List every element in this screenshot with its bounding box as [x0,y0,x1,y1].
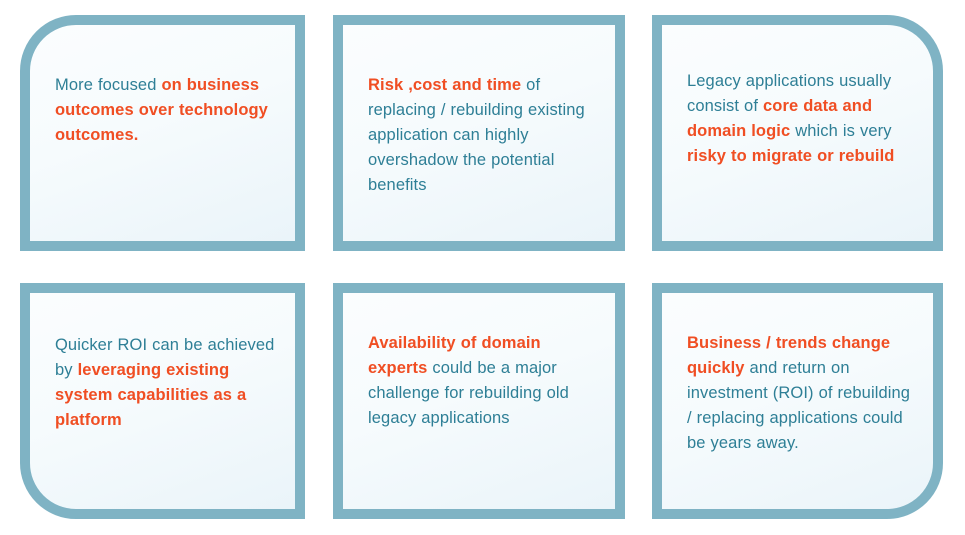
body-text: Legacy applications usually consist of [687,72,892,115]
body-text: and return on investment (ROI) of rebuil… [687,359,911,452]
body-text: More focused [55,76,162,94]
body-text: could be a major challenge for rebuildin… [368,359,569,427]
body-text: which is very [795,122,892,140]
emphasis-text: leveraging existing system capabilities … [55,361,247,429]
card-text: Risk ,cost and time of replacing / rebui… [368,73,595,198]
body-text: Quicker ROI can be achieved by [55,336,275,379]
card-text: Quicker ROI can be achieved by leveragin… [55,333,275,433]
card-domain-experts: Availability of domain experts could be … [333,283,625,519]
card-body: Legacy applications usually consist of c… [662,25,933,169]
card-body: Business / trends change quickly and ret… [662,293,933,456]
card-body: Risk ,cost and time of replacing / rebui… [343,25,615,198]
card-quicker-roi: Quicker ROI can be achieved by leveragin… [20,283,305,519]
card-text: Availability of domain experts could be … [368,331,595,431]
card-more-focused: More focused on business outcomes over t… [20,15,305,251]
emphasis-text: on business outcomes over technology out… [55,76,268,144]
card-text: Legacy applications usually consist of c… [687,69,913,169]
card-risk-cost-time: Risk ,cost and time of replacing / rebui… [333,15,625,251]
card-legacy-applications: Legacy applications usually consist of c… [652,15,943,251]
emphasis-text: Risk ,cost and time [368,76,527,94]
card-text: More focused on business outcomes over t… [55,73,275,148]
card-business-trends: Business / trends change quickly and ret… [652,283,943,519]
emphasis-text: Business / trends change quickly [687,334,891,377]
emphasis-text: risky to migrate or rebuild [687,147,895,165]
body-text: of replacing / rebuilding existing appli… [368,76,585,194]
emphasis-text: Availability of domain experts [368,334,541,377]
card-body: Quicker ROI can be achieved by leveragin… [30,293,295,433]
card-body: More focused on business outcomes over t… [30,25,295,148]
emphasis-text: core data and domain logic [687,97,873,140]
card-text: Business / trends change quickly and ret… [687,331,913,456]
card-body: Availability of domain experts could be … [343,293,615,431]
